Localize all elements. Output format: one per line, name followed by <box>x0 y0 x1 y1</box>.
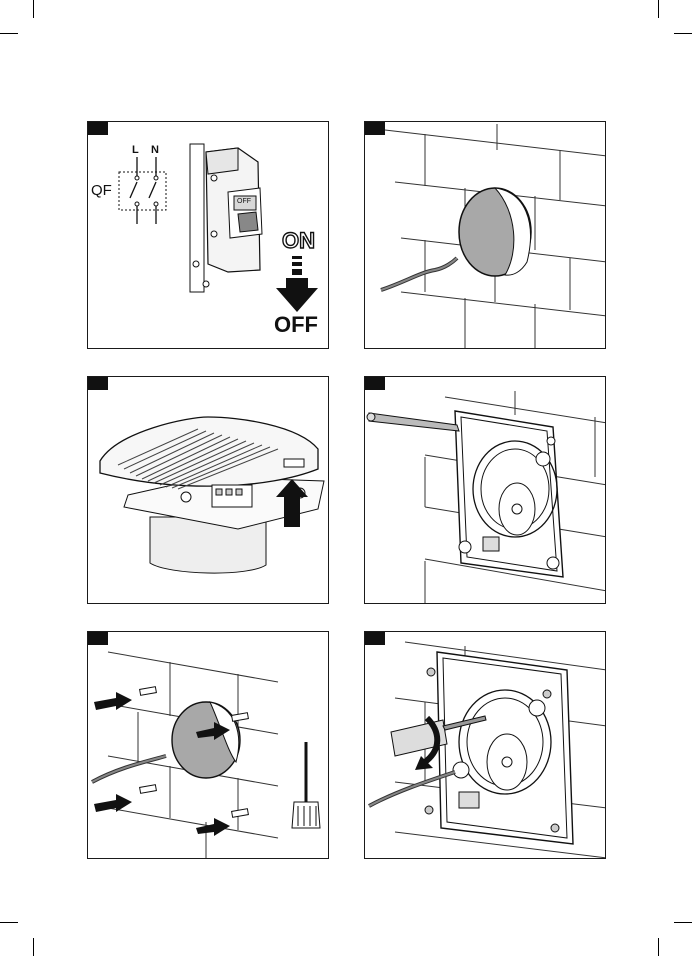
crop-mark <box>674 922 692 923</box>
wall-opening-illustration <box>365 122 606 349</box>
label-l: L <box>132 144 139 156</box>
panel-screw-base <box>364 631 606 859</box>
panel-open-fan <box>87 376 329 604</box>
label-off: OFF <box>274 312 318 338</box>
panel-insert-dowels <box>87 631 329 859</box>
dowels-illustration <box>88 632 329 859</box>
crop-mark <box>0 922 18 923</box>
label-n: N <box>151 144 159 156</box>
label-qf: QF <box>91 182 112 199</box>
label-on: ON <box>282 228 315 254</box>
crop-mark <box>33 938 34 956</box>
crop-mark <box>0 33 18 34</box>
crop-mark <box>674 33 692 34</box>
marking-illustration <box>365 377 606 604</box>
crop-mark <box>33 0 34 18</box>
breaker-off-label: OFF <box>237 198 251 205</box>
crop-mark <box>658 938 659 956</box>
panel-power-off: L N QF OFF ON OFF <box>87 121 329 349</box>
crop-mark <box>658 0 659 18</box>
panel-wall-opening <box>364 121 606 349</box>
panel-mark-holes <box>364 376 606 604</box>
screwing-illustration <box>365 632 606 859</box>
fan-opening-illustration <box>88 377 329 604</box>
